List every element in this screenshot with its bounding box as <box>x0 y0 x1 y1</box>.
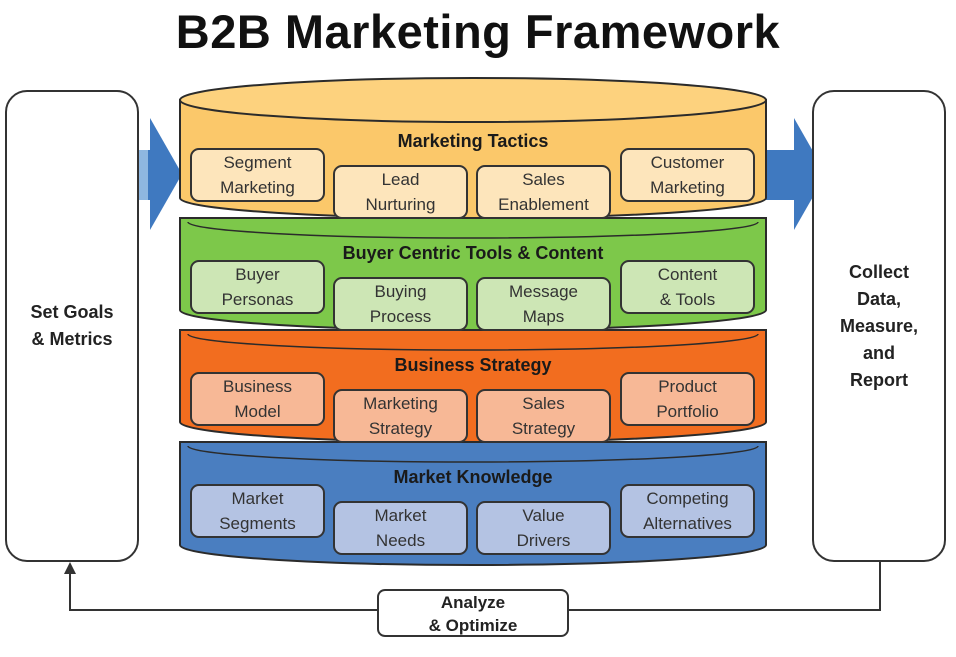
item-label: Segment Marketing <box>220 153 295 197</box>
marketing-tactics-item: Segment Marketing <box>190 148 325 202</box>
buyer-centric-tools-rim <box>187 221 759 239</box>
feedback-line-right <box>569 562 881 611</box>
page-title: B2B Marketing Framework <box>175 5 781 58</box>
analyze-optimize-box: Analyze & Optimize <box>377 589 569 637</box>
item-label: Marketing Strategy <box>363 394 438 438</box>
business-strategy-item: Business Model <box>190 372 325 426</box>
cylinder-top <box>179 77 767 123</box>
buyer-centric-tools-title: Buyer Centric Tools & Content <box>342 243 604 263</box>
marketing-tactics-item: Customer Marketing <box>620 148 755 202</box>
buyer-centric-tools-item: Buying Process <box>333 277 468 331</box>
item-label: Sales Enablement <box>498 170 589 214</box>
arrowhead-up-icon <box>64 562 76 574</box>
feedback-line-left <box>69 572 377 611</box>
collect-data-label: Collect Data, Measure, and Report <box>839 261 919 390</box>
buyer-centric-tools-item: Message Maps <box>476 277 611 331</box>
item-label: Content & Tools <box>657 265 718 309</box>
item-label: Value Drivers <box>516 506 571 550</box>
market-knowledge-item: Value Drivers <box>476 501 611 555</box>
item-label: Buying Process <box>369 282 432 326</box>
business-strategy-rim <box>187 333 759 351</box>
item-label: Product Portfolio <box>656 377 719 421</box>
market-knowledge-layer <box>179 441 767 566</box>
item-label: Business Model <box>223 377 292 421</box>
business-strategy-item: Marketing Strategy <box>333 389 468 443</box>
business-strategy-item: Sales Strategy <box>476 389 611 443</box>
output-arrow-icon <box>764 118 826 230</box>
marketing-tactics-item: Lead Nurturing <box>333 165 468 219</box>
business-strategy-item: Product Portfolio <box>620 372 755 426</box>
item-label: Market Segments <box>219 489 296 533</box>
market-knowledge-title: Market Knowledge <box>393 467 553 487</box>
item-label: Message Maps <box>509 282 578 326</box>
item-label: Lead Nurturing <box>365 170 436 214</box>
marketing-tactics-item: Sales Enablement <box>476 165 611 219</box>
marketing-tactics-title: Marketing Tactics <box>397 131 549 151</box>
market-knowledge-rim <box>187 445 759 463</box>
collect-data-panel: Collect Data, Measure, and Report <box>812 90 946 562</box>
item-label: Sales Strategy <box>511 394 576 438</box>
market-knowledge-item: Competing Alternatives <box>620 484 755 538</box>
buyer-centric-tools-item: Buyer Personas <box>190 260 325 314</box>
market-knowledge-item: Market Segments <box>190 484 325 538</box>
item-label: Buyer Personas <box>221 265 294 309</box>
item-label: Customer Marketing <box>650 153 725 197</box>
set-goals-panel: Set Goals & Metrics <box>5 90 139 562</box>
buyer-centric-tools-item: Content & Tools <box>620 260 755 314</box>
business-strategy-title: Business Strategy <box>394 355 552 375</box>
set-goals-label: Set Goals & Metrics <box>30 302 114 349</box>
item-label: Competing Alternatives <box>643 489 732 533</box>
item-label: Market Needs <box>374 506 427 550</box>
market-knowledge-item: Market Needs <box>333 501 468 555</box>
